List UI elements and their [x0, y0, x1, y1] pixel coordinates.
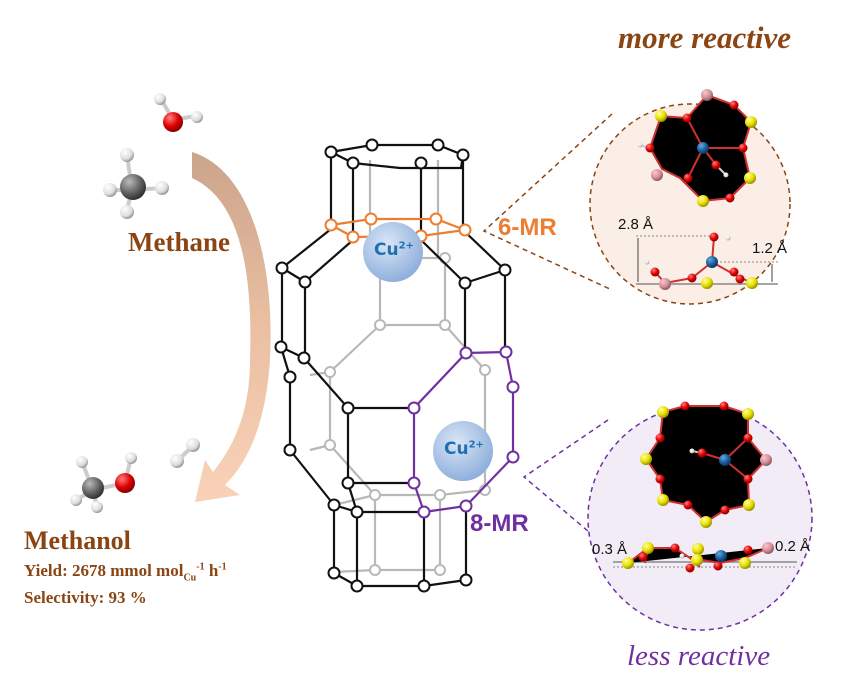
reaction-arrow: [192, 152, 271, 502]
framework-back: [309, 160, 487, 574]
methanol-molecule: [70, 452, 137, 513]
framework-front: [279, 143, 507, 588]
yield-superscript-2: -1: [218, 561, 227, 573]
less-reactive-caption: less reactive: [627, 640, 771, 672]
yield-subscript: Cu: [183, 572, 197, 584]
distance-top-left: 2.8 Å: [618, 216, 654, 233]
methane-molecule: [103, 148, 169, 219]
inset-bottom-structure: [613, 401, 797, 573]
water-molecule: [154, 93, 203, 132]
cu-charge: 2+: [468, 439, 484, 451]
eight-member-ring: [407, 345, 520, 519]
methanol-label: Methanol: [24, 526, 131, 555]
cu-ion-top-label: Cu2+: [374, 240, 414, 260]
distance-bottom-left: 0.3 Å: [592, 541, 628, 558]
eight-mr-label: 8-MR: [470, 510, 529, 537]
cu-ion-bottom-label: Cu2+: [444, 439, 484, 459]
cu-ion-top: [363, 222, 423, 282]
methane-label: Methane: [128, 227, 230, 257]
yield-text: Yield: 2678 mmol molCu-1 h-1: [24, 561, 227, 583]
yield-mid: h: [204, 561, 219, 580]
six-mr-label: 6-MR: [498, 214, 557, 241]
framework-front-nodes: [274, 138, 512, 593]
cu-charge: 2+: [398, 240, 414, 252]
yield-superscript-1: -1: [196, 561, 205, 573]
inset-top-structure: [636, 89, 778, 290]
more-reactive-caption: more reactive: [618, 20, 792, 55]
cu-symbol: Cu: [374, 240, 399, 260]
distance-bottom-right: 0.2 Å: [775, 538, 811, 555]
six-member-ring: [324, 212, 472, 244]
cu-ion-bottom: [433, 421, 493, 481]
framework-back-nodes: [324, 252, 491, 576]
selectivity-text: Selectivity: 93 %: [24, 588, 147, 607]
hydrogen-molecule: [170, 438, 200, 468]
distance-top-right: 1.2 Å: [752, 240, 788, 257]
cu-symbol: Cu: [444, 439, 469, 459]
yield-prefix: Yield: 2678 mmol mol: [24, 561, 184, 580]
